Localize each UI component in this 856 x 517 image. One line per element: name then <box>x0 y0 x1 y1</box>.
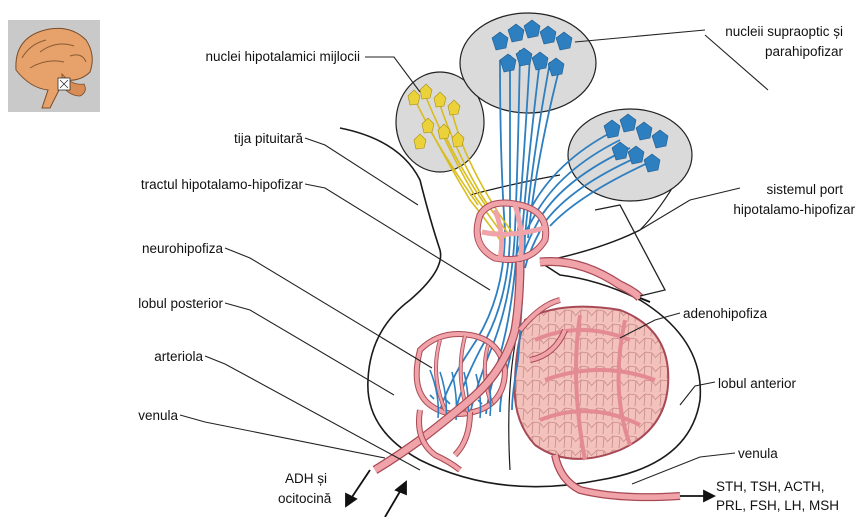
label-sistemul-line2: hipotalamo-hipofizar <box>650 201 855 218</box>
label-nucleii-line2: parahipofizar <box>650 43 843 60</box>
label-adh-line1: ADH și <box>285 470 327 487</box>
label-hormones-line1: STH, TSH, ACTH, <box>716 478 825 495</box>
label-venula-right: venula <box>738 445 778 462</box>
portal-bracket <box>595 205 665 296</box>
label-hormones-line2: PRL, FSH, LH, MSH <box>716 497 839 514</box>
label-neurohipofiza: neurohipofiza <box>100 240 223 257</box>
label-arteriola: arteriola <box>100 348 203 365</box>
label-nuclei-hipotalamici-mijlocii: nuclei hipotalamici mijlocii <box>160 48 360 65</box>
label-tractul-hipotalamo-hipofizar: tractul hipotalamo-hipofizar <box>80 176 303 193</box>
label-sistemul-line1: sistemul port <box>650 181 843 198</box>
label-lobul-anterior: lobul anterior <box>718 375 796 392</box>
label-adenohipofiza: adenohipofiza <box>683 305 767 322</box>
label-nucleii-line1: nucleii supraoptic și <box>650 23 843 40</box>
label-venula-left: venula <box>100 407 178 424</box>
label-lobul-posterior: lobul posterior <box>100 295 223 312</box>
label-adh-line2: ocitocină <box>278 490 331 507</box>
brain-thumbnail-icon <box>8 20 100 112</box>
label-tija-pituitara: tija pituitară <box>160 130 303 147</box>
